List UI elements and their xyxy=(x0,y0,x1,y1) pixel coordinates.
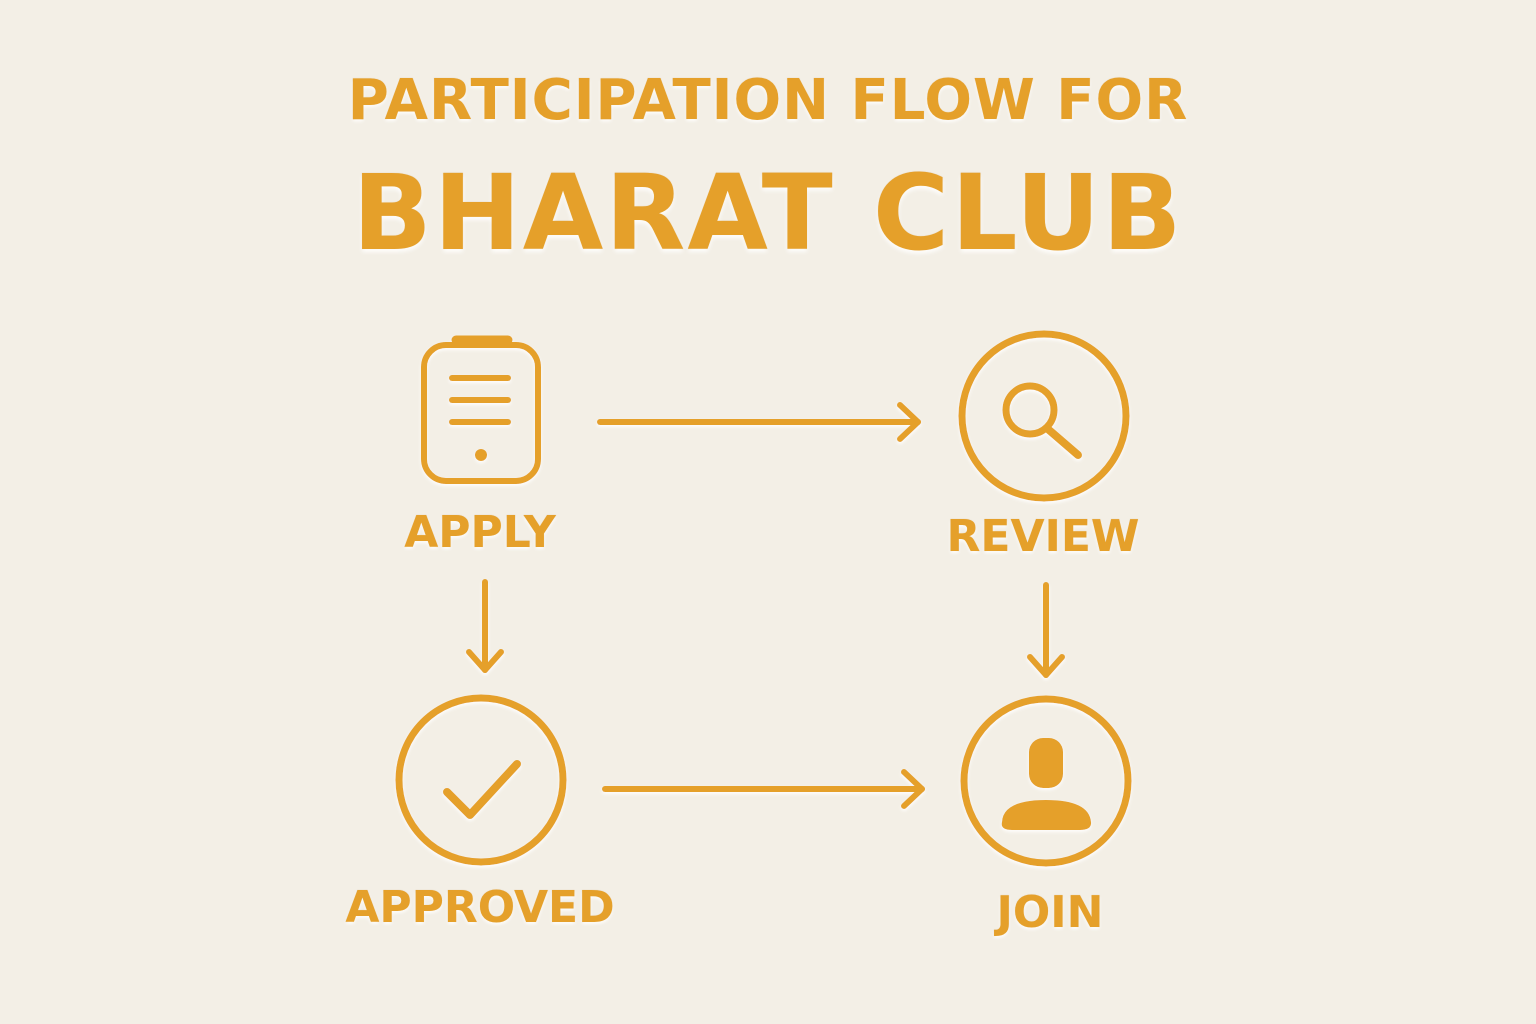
title-line-2: BHARAT CLUB xyxy=(352,152,1184,274)
arrow-apply-to-approved xyxy=(466,579,504,673)
arrow-approved-to-join xyxy=(602,769,925,809)
arrow-review-to-join xyxy=(1027,582,1065,678)
step-label-approved: APPROVED xyxy=(345,882,615,933)
clipboard-phone-icon xyxy=(421,335,541,484)
user-circle-icon xyxy=(960,695,1132,867)
magnifier-icon xyxy=(958,330,1130,502)
step-label-review: REVIEW xyxy=(946,511,1140,562)
checkmark-circle-icon xyxy=(395,694,567,866)
title-line-1: PARTICIPATION FLOW FOR xyxy=(347,68,1189,133)
step-label-join: JOIN xyxy=(996,887,1104,938)
step-label-apply: APPLY xyxy=(404,507,556,558)
arrow-apply-to-review xyxy=(597,402,921,442)
